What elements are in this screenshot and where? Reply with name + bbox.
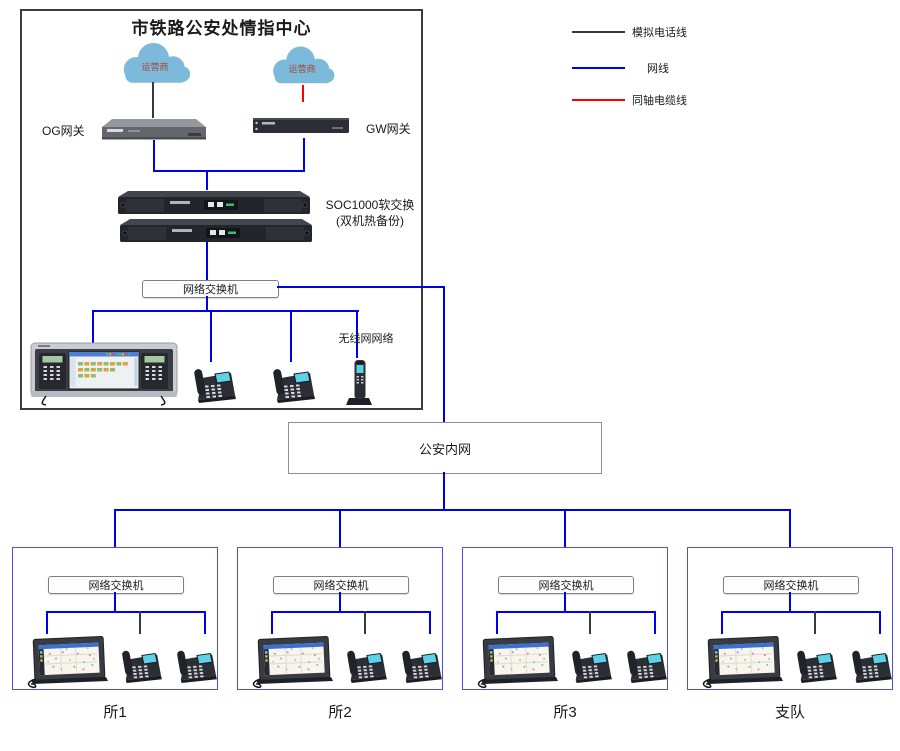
- ip-phone-device: [398, 644, 442, 684]
- wireless-network-label: 无线网网络: [338, 333, 394, 345]
- branch-name-1: 所1: [103, 704, 127, 721]
- soc-label-line1: SOC1000软交换: [325, 198, 415, 212]
- legend-analog-line-sample: [572, 31, 625, 33]
- net-cable-line: [271, 611, 273, 634]
- ip-phone-device: [173, 644, 217, 684]
- branch-name-2: 所2: [328, 704, 352, 721]
- net-cable-line: [210, 310, 212, 362]
- coax-cable-line: [302, 85, 304, 102]
- intranet-label: 公安内网: [418, 441, 471, 457]
- hq-box-outline: [20, 9, 423, 410]
- net-cable-line: [114, 509, 116, 548]
- net-cable-line: [789, 592, 791, 613]
- ip-phone-device: [190, 362, 236, 404]
- net-cable-line: [721, 611, 881, 613]
- ip-phone-device: [848, 644, 892, 684]
- net-cable-line: [277, 286, 444, 288]
- net-cable-line: [92, 310, 94, 343]
- branch-name-3: 所3: [553, 704, 577, 721]
- net-cable-line: [356, 310, 358, 358]
- legend-coax-label: 同轴电缆线: [632, 95, 687, 107]
- net-cable-line: [339, 509, 341, 548]
- legend-coax-line-sample: [572, 99, 625, 101]
- og-gateway-label: OG网关: [42, 124, 85, 138]
- net-cable-line: [290, 310, 292, 362]
- net-cable-line: [303, 138, 305, 172]
- touchscreen-console-device: [26, 633, 110, 689]
- gw-gateway-label: GW网关: [366, 122, 411, 136]
- ip-phone-device: [343, 644, 387, 684]
- analog-phone-line: [589, 611, 591, 634]
- hq-network-switch: 网络交换机: [142, 280, 279, 298]
- hq-network-switch-label: 网络交换机: [183, 284, 238, 296]
- net-cable-line: [429, 611, 431, 634]
- touchscreen-console-device: [701, 633, 785, 689]
- analog-phone-line: [364, 611, 366, 634]
- soc-label-line2: (双机热备份): [336, 214, 404, 228]
- net-cable-line: [496, 611, 656, 613]
- net-cable-line: [46, 611, 206, 613]
- branch-network-switch-label: 网络交换机: [538, 580, 594, 592]
- ip-phone-device: [568, 644, 612, 684]
- analog-phone-line: [814, 611, 816, 634]
- branch-box-2: 网络交换机: [237, 547, 443, 690]
- branch-box-1: 网络交换机: [12, 547, 218, 690]
- gw-gateway-device: [252, 114, 350, 138]
- net-cable-line: [654, 611, 656, 634]
- intranet-box: 公安内网: [288, 422, 602, 474]
- legend-net-line-sample: [572, 67, 625, 69]
- branch-network-switch-label: 网络交换机: [88, 580, 144, 592]
- carrier-cloud-label: 运营商: [141, 62, 169, 72]
- ip-phone-device: [118, 644, 162, 684]
- touchscreen-console-device: [476, 633, 560, 689]
- branch-network-switch: 网络交换机: [273, 576, 409, 594]
- net-cable-line: [339, 592, 341, 613]
- cordless-phone-device: [344, 357, 374, 407]
- branch-network-switch: 网络交换机: [498, 576, 634, 594]
- ip-phone-device: [269, 362, 315, 404]
- legend-analog-label: 模拟电话线: [632, 27, 687, 39]
- touchscreen-console-device: [251, 633, 335, 689]
- net-cable-line: [206, 242, 208, 282]
- net-cable-line: [92, 310, 359, 312]
- branch-name-4: 支队: [774, 704, 805, 721]
- ip-phone-device: [793, 644, 837, 684]
- branch-box-4: 网络交换机: [687, 547, 893, 690]
- branch-network-switch: 网络交换机: [48, 576, 184, 594]
- net-cable-line: [443, 286, 445, 423]
- net-cable-line: [564, 509, 566, 548]
- hq-title: 市铁路公安处情指中心: [131, 19, 312, 38]
- net-cable-line: [721, 611, 723, 634]
- net-cable-line: [114, 509, 791, 511]
- net-cable-line: [204, 611, 206, 634]
- net-cable-line: [46, 611, 48, 634]
- dispatch-console-device: [30, 342, 178, 406]
- branch-network-switch: 网络交换机: [723, 576, 859, 594]
- net-cable-line: [271, 611, 431, 613]
- branch-network-switch-label: 网络交换机: [313, 580, 369, 592]
- net-cable-line: [206, 296, 208, 311]
- net-cable-line: [496, 611, 498, 634]
- soc1000-server-1: [118, 189, 310, 217]
- net-cable-line: [153, 170, 305, 172]
- analog-phone-line: [139, 611, 141, 634]
- branch-network-switch-label: 网络交换机: [763, 580, 819, 592]
- net-cable-line: [206, 170, 208, 190]
- net-cable-line: [443, 472, 445, 510]
- branch-box-3: 网络交换机: [462, 547, 668, 690]
- analog-phone-line: [152, 82, 154, 118]
- net-cable-line: [789, 509, 791, 548]
- net-cable-line: [879, 611, 881, 634]
- ip-phone-device: [623, 644, 667, 684]
- carrier-cloud-label: 运营商: [288, 64, 316, 74]
- net-cable-line: [153, 140, 155, 172]
- soc1000-server-2: [120, 217, 312, 245]
- net-cable-line: [564, 592, 566, 613]
- net-cable-line: [114, 592, 116, 613]
- legend-net-label: 网线: [647, 63, 669, 75]
